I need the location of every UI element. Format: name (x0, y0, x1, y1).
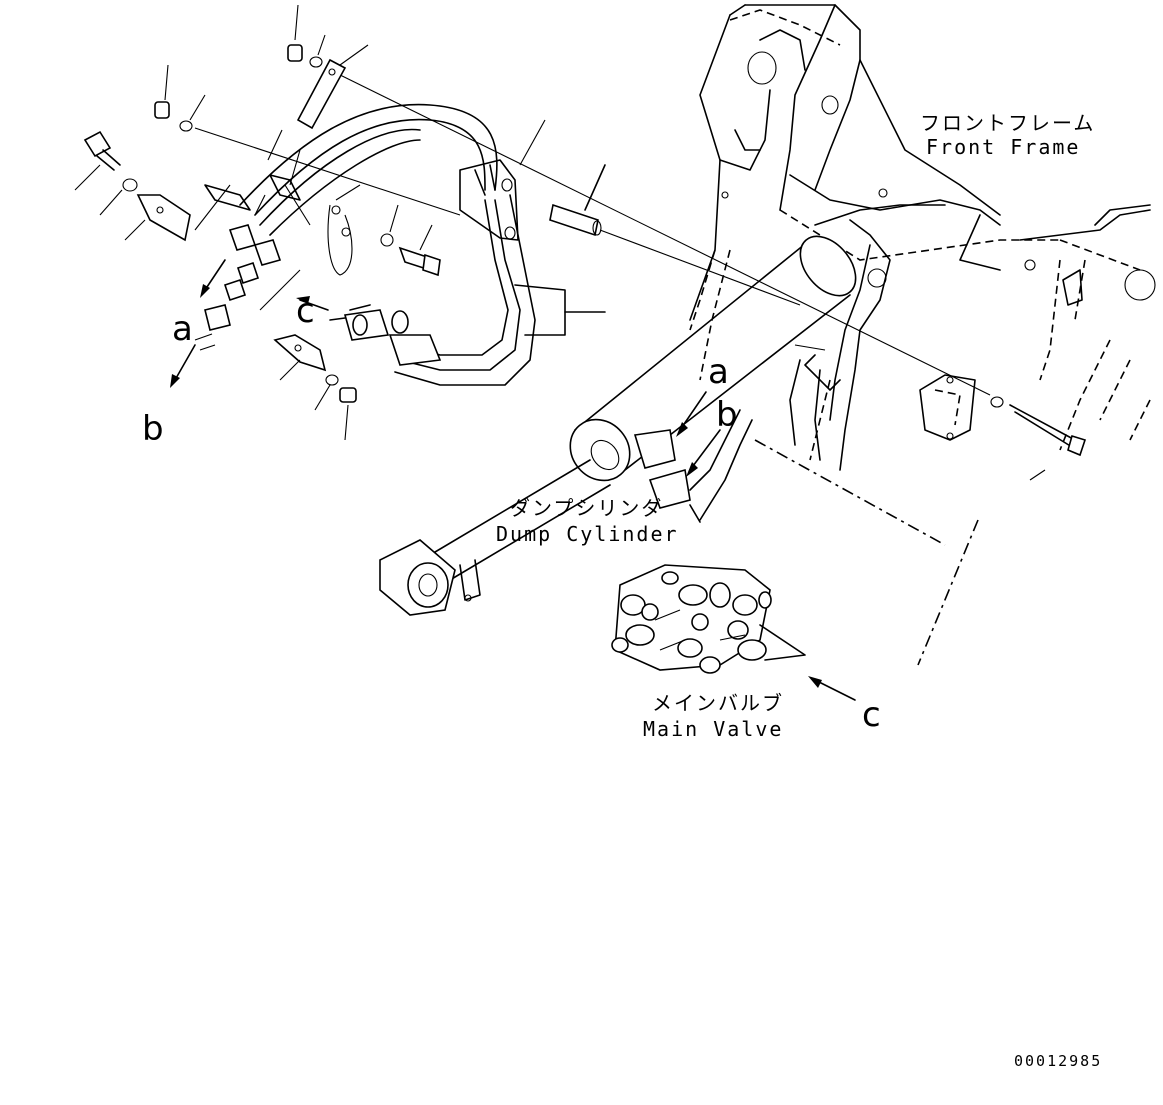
marker-b-right: b (716, 395, 738, 435)
dump-cylinder-label: ダンプシリンダ Dump Cylinder (496, 496, 679, 546)
dump-cylinder-label-en: Dump Cylinder (496, 522, 679, 546)
main-valve-label-jp: メインバルブ (652, 691, 784, 715)
drawing-number: 00012985 (1014, 1052, 1102, 1070)
main-valve-label-en: Main Valve (643, 717, 783, 741)
marker-a-left: a (172, 309, 193, 349)
dump-cylinder-label-jp: ダンプシリンダ (510, 496, 663, 520)
front-frame-label-jp: フロントフレーム (920, 111, 1095, 135)
front-frame-label-en: Front Frame (926, 135, 1080, 159)
marker-c-left: c (296, 291, 315, 331)
dump-cylinder (379, 235, 979, 666)
marker-a-right: a (708, 352, 729, 392)
hose-assembly (170, 69, 991, 396)
marker-c-right: c (862, 695, 881, 735)
front-frame-label: フロントフレーム Front Frame (920, 111, 1095, 159)
main-valve-label: メインバルブ Main Valve (643, 691, 784, 741)
front-frame (689, 4, 1156, 481)
main-valve (611, 564, 856, 701)
hardware-parts (74, 4, 546, 441)
marker-b-left: b (142, 409, 164, 449)
